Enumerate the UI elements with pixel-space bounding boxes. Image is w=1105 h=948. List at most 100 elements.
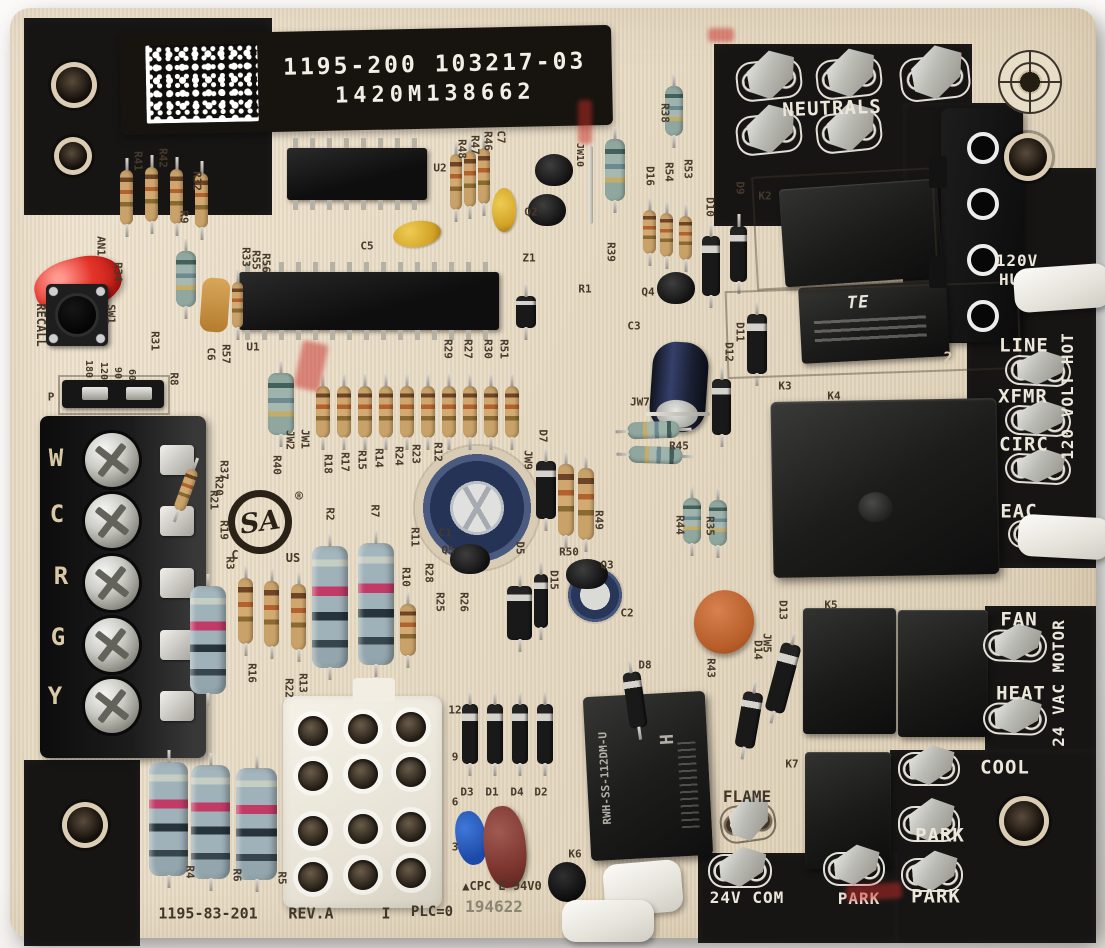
mhole <box>396 712 426 742</box>
mhole <box>396 757 426 787</box>
board-label: R23 <box>409 444 423 464</box>
capacitor-c1 <box>415 446 539 570</box>
r-tan <box>337 386 351 438</box>
board-label: R12 <box>431 442 445 462</box>
r-tan <box>232 282 243 328</box>
board-label: R21 <box>207 490 221 510</box>
board-label: D8 <box>638 658 652 672</box>
board-label: D10 <box>703 197 717 217</box>
spade-fan <box>982 628 1048 664</box>
r-tan <box>464 151 476 207</box>
board-label: CIRC <box>999 433 1049 456</box>
contact <box>160 630 194 660</box>
chole <box>967 188 999 220</box>
board-label: 24V COM <box>709 888 785 907</box>
board-label: U1 <box>246 340 260 354</box>
board-label: R7 <box>368 504 382 518</box>
mhole <box>298 761 328 791</box>
board-label: K5 <box>824 598 838 612</box>
board-label: R48 <box>455 139 469 159</box>
r-tan <box>291 584 306 650</box>
r-big <box>358 543 394 665</box>
silkbox <box>58 375 170 415</box>
board-label: R8 <box>167 372 181 386</box>
board-label: R41 <box>131 151 145 171</box>
board-label: JW7 <box>630 395 650 409</box>
r-tan <box>643 210 656 254</box>
molex-connector-tab <box>353 678 395 702</box>
mounting-hole <box>56 67 92 103</box>
board-label: R45 <box>669 439 689 453</box>
relay-k6-model-text: RWH-SS-112DM-U <box>596 731 614 825</box>
board-label: 3 <box>451 840 459 854</box>
pin-slot <box>82 387 108 400</box>
board-label: C3 <box>627 319 641 333</box>
r-tan <box>316 386 330 438</box>
board-label: I <box>381 904 391 923</box>
board-label: R39 <box>604 242 618 262</box>
board-label: D13 <box>776 600 790 620</box>
diode <box>537 704 553 764</box>
spade-24vcom <box>708 854 772 888</box>
board-label: R27 <box>461 339 475 359</box>
red-ink-stamp <box>708 28 734 42</box>
ic-u2 <box>287 138 427 210</box>
pin-slot <box>126 387 152 400</box>
chole <box>967 132 999 164</box>
board-label: D1 <box>485 785 499 799</box>
diode <box>747 314 767 374</box>
board-label: C <box>231 548 239 562</box>
board-label: ▲CPC E 94V0 <box>462 879 542 893</box>
board-label: XFMR <box>998 385 1048 408</box>
board-label: RECALL <box>34 303 48 347</box>
board-label: C1 <box>438 526 452 540</box>
r-tan <box>442 386 456 438</box>
board-label: R49 <box>592 510 606 530</box>
board-label: 24 VAC MOTOR <box>1049 619 1068 747</box>
board-label: R51 <box>497 339 511 359</box>
r-blue <box>683 498 701 544</box>
contact <box>160 568 194 598</box>
board-label: Q4 <box>641 285 655 299</box>
board-label: PLC=0 <box>410 904 454 920</box>
spade-park <box>823 852 885 886</box>
board-label: C5 <box>360 239 374 253</box>
board-label: ® <box>295 489 303 505</box>
board-label: 194622 <box>465 897 523 916</box>
tab <box>929 156 947 188</box>
r-tan <box>195 173 208 228</box>
board-label: AN1 <box>94 236 108 256</box>
board-label: PARK <box>911 885 961 908</box>
r-big <box>236 768 277 880</box>
r-tan <box>421 386 435 438</box>
board-label: C <box>49 500 65 528</box>
r-big <box>312 546 348 668</box>
black-zone-bottom-left <box>24 760 140 946</box>
board-label: R42 <box>156 148 170 168</box>
board-label: D11 <box>733 322 747 342</box>
board-label: P <box>47 390 55 404</box>
mounting-hole <box>67 807 103 843</box>
r-tan <box>484 386 498 438</box>
r-tan <box>478 148 490 204</box>
diode <box>487 704 503 764</box>
board-label: FAN <box>1000 608 1038 631</box>
capacitor-c3 <box>647 340 711 434</box>
mounting-hole-crosshair <box>998 50 1062 114</box>
r-tan <box>578 468 594 540</box>
board-label: SW1 <box>104 304 118 324</box>
diode <box>462 704 478 764</box>
recall-button-sw1 <box>46 284 108 346</box>
board-label: R54 <box>662 162 676 182</box>
board-label: D14 <box>751 640 765 660</box>
board-label: K3 <box>778 379 792 393</box>
board-label: R5 <box>275 871 289 885</box>
board-label: Q3 <box>600 558 614 572</box>
board-label: R2 <box>323 507 337 521</box>
r-tan <box>238 578 253 644</box>
r-tan <box>379 386 393 438</box>
ic-u1 <box>239 262 499 340</box>
tab <box>929 256 947 288</box>
board-label: R9 <box>177 210 191 224</box>
diode <box>536 461 556 519</box>
